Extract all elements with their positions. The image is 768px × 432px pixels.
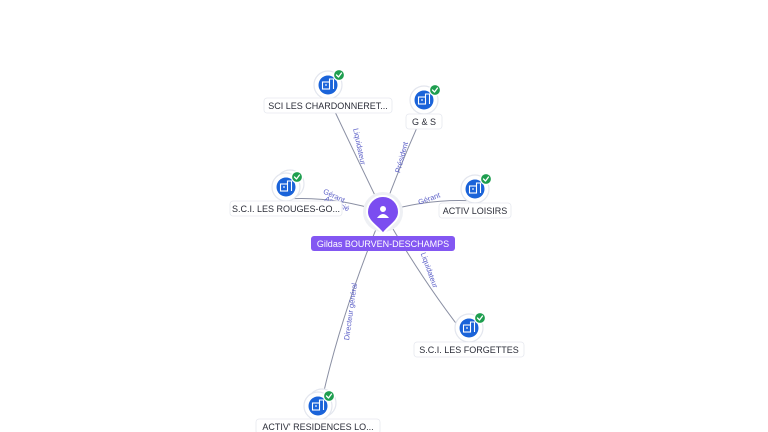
building-icon-tower	[469, 321, 476, 332]
company-node-activ-residences[interactable]: ACTIV' RESIDENCES LO...	[255, 388, 381, 432]
company-label-g-s: G & S	[412, 117, 436, 127]
edge-label-activ-residences: Directeur général	[342, 282, 359, 341]
building-icon-body	[321, 81, 331, 90]
building-icon-body	[462, 324, 472, 333]
edge-label-activ-loisirs: Gérant	[417, 190, 442, 207]
company-node-disc	[308, 396, 328, 416]
building-icon-body	[417, 96, 427, 105]
building-icon	[462, 321, 476, 333]
company-node-disc	[318, 75, 338, 95]
company-label-activ-loisirs: ACTIV LOISIRS	[443, 206, 508, 216]
edge-label-sci-forgettes: Liquidateur	[419, 251, 440, 289]
company-node-g-s[interactable]: G & S	[405, 83, 443, 130]
company-label-box-g-s	[405, 113, 443, 130]
company-label-box-sci-chardonneret	[263, 97, 393, 114]
company-label-box-sci-rouges-gorges	[229, 200, 343, 217]
check-icon	[479, 172, 493, 186]
check-icon	[332, 68, 346, 82]
building-icon	[311, 399, 325, 411]
person-label-box	[311, 236, 455, 251]
company-node-disc	[276, 177, 296, 197]
edge-label-g-s: Président	[393, 140, 410, 174]
check-icon	[473, 311, 487, 325]
building-icon-body	[279, 183, 289, 192]
building-icon	[468, 182, 482, 194]
edge-label-sci-chardonneret: Liquidateur	[351, 127, 368, 166]
company-node-disc	[465, 179, 485, 199]
building-icon-tower	[328, 78, 335, 89]
check-icon	[428, 83, 442, 97]
nodes: SCI LES CHARDONNERET... G & S S.C.I. LES R…	[229, 68, 525, 432]
company-label-activ-residences: ACTIV' RESIDENCES LO...	[262, 422, 373, 432]
check-icon	[322, 389, 336, 403]
central-person[interactable]: Gildas BOURVEN-DESCHAMPS	[311, 192, 455, 251]
building-icon	[279, 180, 293, 192]
building-icon-tower	[318, 399, 325, 410]
company-label-sci-chardonneret: SCI LES CHARDONNERET...	[268, 101, 388, 111]
company-node-disc	[459, 318, 479, 338]
building-icon-body	[468, 185, 478, 194]
company-label-sci-rouges-gorges: S.C.I. LES ROUGES-GO...	[232, 204, 340, 214]
company-label-box-sci-forgettes	[413, 341, 525, 358]
building-icon-tower	[286, 180, 293, 191]
company-node-sci-forgettes[interactable]: S.C.I. LES FORGETTES	[413, 311, 525, 358]
building-icon-body	[311, 402, 321, 411]
building-icon	[321, 78, 335, 90]
company-label-box-activ-residences	[255, 418, 381, 432]
check-icon	[290, 170, 304, 184]
company-node-sci-rouges-gorges[interactable]: S.C.I. LES ROUGES-GO...	[229, 169, 343, 217]
edges: LiquidateurPrésidentGérantAssociéGérantL…	[285, 96, 476, 419]
company-node-activ-loisirs[interactable]: ACTIV LOISIRS	[438, 172, 512, 219]
building-icon-tower	[475, 182, 482, 193]
company-node-disc	[414, 90, 434, 110]
edge-sci-forgettes	[382, 211, 470, 341]
company-node-sci-chardonneret[interactable]: SCI LES CHARDONNERET...	[263, 68, 393, 114]
company-label-box-activ-loisirs	[438, 202, 512, 219]
person-icon	[377, 206, 389, 218]
building-icon-tower	[424, 93, 431, 104]
building-icon	[417, 93, 431, 105]
person-name: Gildas BOURVEN-DESCHAMPS	[317, 239, 449, 249]
company-label-sci-forgettes: S.C.I. LES FORGETTES	[419, 345, 519, 355]
